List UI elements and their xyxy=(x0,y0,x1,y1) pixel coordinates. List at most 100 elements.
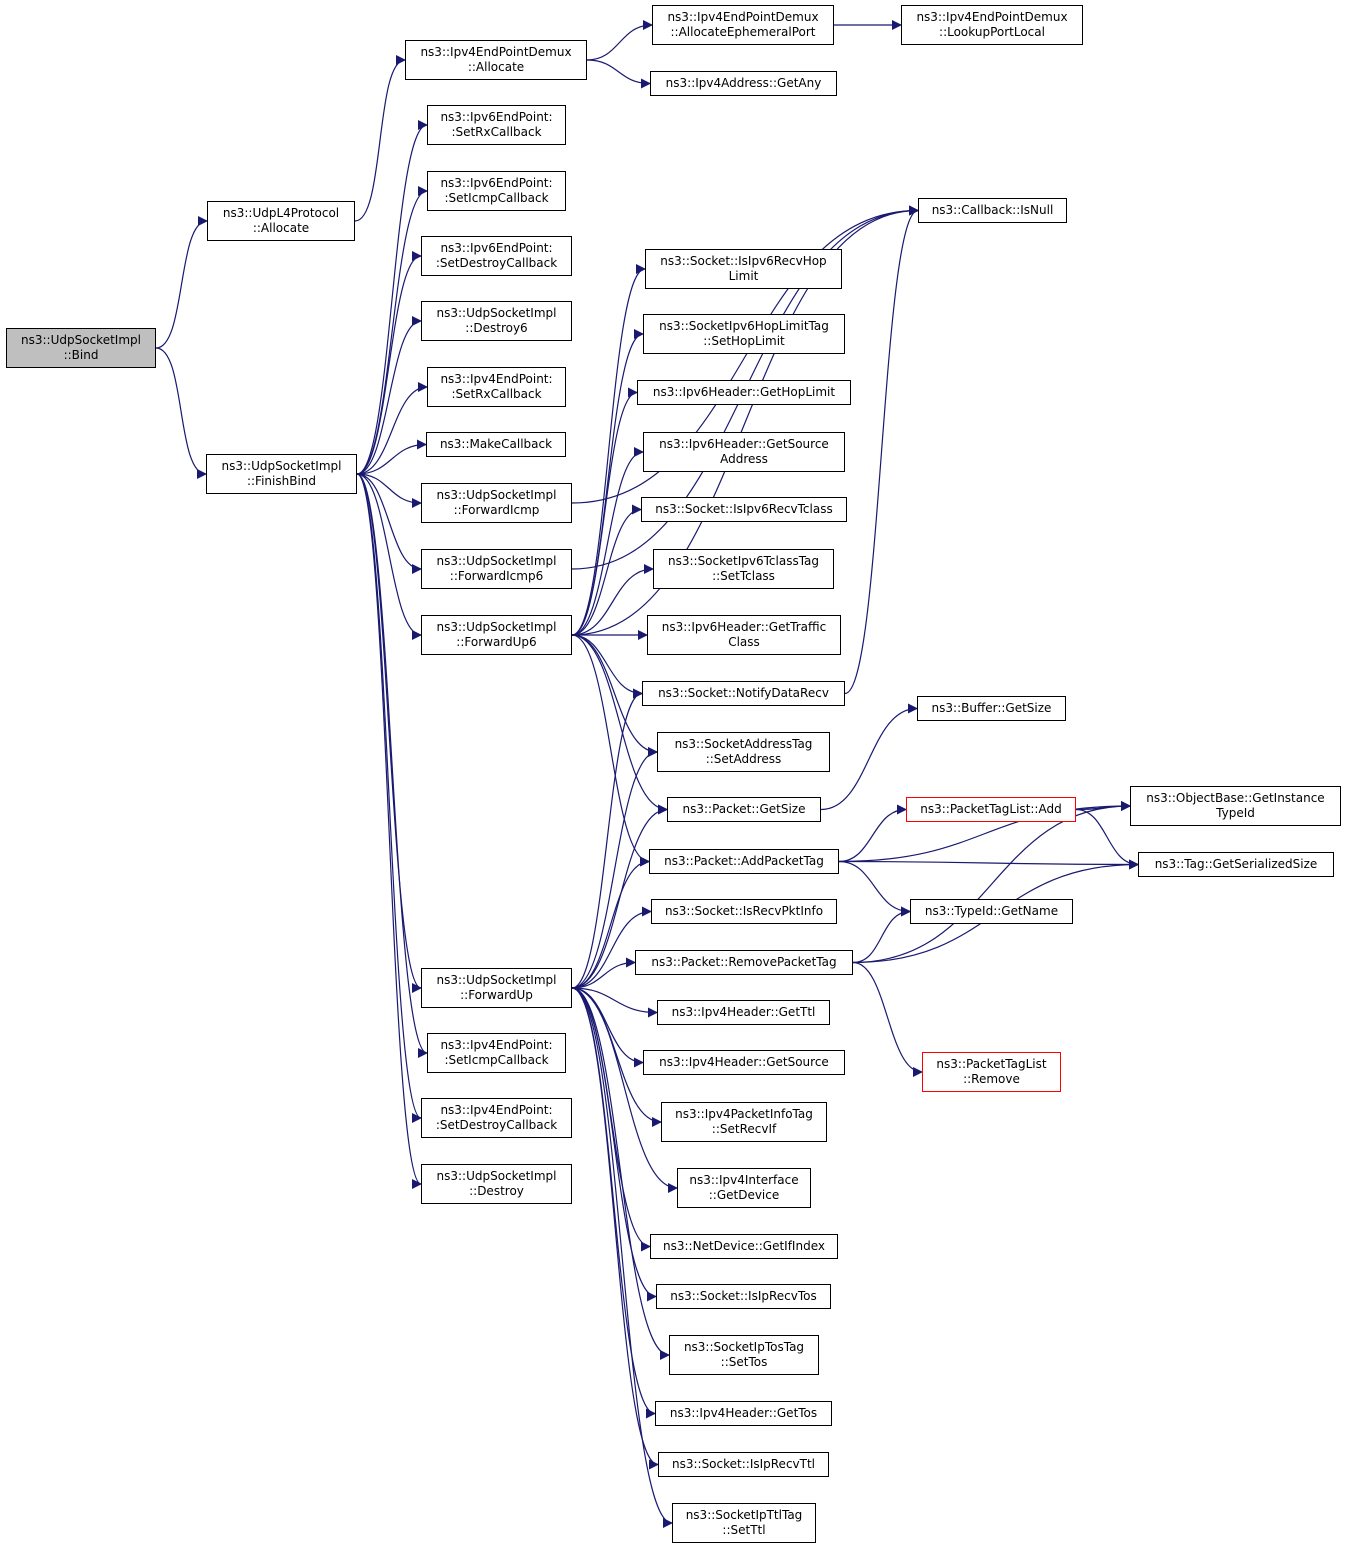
node-label-line-2: ::SetRecvIf xyxy=(711,1122,777,1136)
call-edge-finishbind-to-ipv6ep_setdestroy xyxy=(356,251,422,475)
node-ipv4endpointdemux-allocateephemeralport[interactable]: ns3::Ipv4EndPointDemux ::AllocateEphemer… xyxy=(652,5,834,45)
node-label-line-2: ::Destroy6 xyxy=(465,321,528,335)
node-socketipv6tclasstag-settclass[interactable]: ns3::SocketIpv6TclassTag ::SetTclass xyxy=(653,549,834,589)
node-socket-notifydatarecv[interactable]: ns3::Socket::NotifyDataRecv xyxy=(642,681,845,706)
call-edge-forwardup6-to-notifydatarecv xyxy=(571,634,643,699)
call-edge-finishbind-to-ipv6ep_setrx xyxy=(356,120,428,475)
call-edge-finishbind-to-destroy xyxy=(356,473,422,1189)
node-label-line-1: ns3::Socket::IsIpv6RecvTclass xyxy=(655,502,833,516)
node-ipv6header-gettrafficclass[interactable]: ns3::Ipv6Header::GetTraffic Class xyxy=(647,615,841,655)
call-edge-finishbind-to-forwardicmp6 xyxy=(356,473,422,574)
node-packet-removepackettag[interactable]: ns3::Packet::RemovePacketTag xyxy=(635,950,853,975)
node-label-line-1: ns3::ObjectBase::GetInstance xyxy=(1146,791,1325,805)
node-packettaglist-remove[interactable]: ns3::PacketTagList ::Remove xyxy=(922,1052,1061,1092)
node-typeid-getname[interactable]: ns3::TypeId::GetName xyxy=(910,899,1073,924)
node-socketiptostag-settos[interactable]: ns3::SocketIpTosTag ::SetTos xyxy=(669,1335,819,1375)
node-buffer-getsize[interactable]: ns3::Buffer::GetSize xyxy=(917,696,1066,721)
call-edge-finishbind-to-forwardicmp xyxy=(356,473,422,508)
call-edge-forwardup-to-isiprecvtos xyxy=(571,987,657,1302)
node-ipv4interface-getdevice[interactable]: ns3::Ipv4Interface ::GetDevice xyxy=(677,1168,811,1208)
call-edge-forwardup-to-addrtag_set xyxy=(571,747,658,989)
node-ipv6endpoint-setdestroycallback[interactable]: ns3::Ipv6EndPoint: :SetDestroyCallback xyxy=(421,236,572,276)
node-udpsocketimpl-forwardicmp[interactable]: ns3::UdpSocketImpl ::ForwardIcmp xyxy=(421,483,572,523)
node-udpsocketimpl-bind[interactable]: ns3::UdpSocketImpl ::Bind xyxy=(6,328,156,368)
node-packet-addpackettag[interactable]: ns3::Packet::AddPacketTag xyxy=(649,849,839,874)
node-socketipv6hoplimittag-sethoplimit[interactable]: ns3::SocketIpv6HopLimitTag ::SetHopLimit xyxy=(643,314,845,354)
call-edge-forwardup-to-ipv4hdr_getttl xyxy=(571,987,658,1018)
node-udpsocketimpl-destroy[interactable]: ns3::UdpSocketImpl ::Destroy xyxy=(421,1164,572,1204)
node-ipv4endpointdemux-allocate[interactable]: ns3::Ipv4EndPointDemux ::Allocate xyxy=(405,40,587,80)
node-label-line-2: ::Bind xyxy=(63,348,99,362)
node-ipv4header-gettos[interactable]: ns3::Ipv4Header::GetTos xyxy=(655,1401,832,1426)
call-edge-forwardup-to-packet_removetag xyxy=(571,957,636,989)
node-ipv4endpoint-setdestroycallback[interactable]: ns3::Ipv4EndPoint: :SetDestroyCallback xyxy=(421,1098,572,1138)
node-label-line-1: ns3::MakeCallback xyxy=(439,437,553,451)
call-edge-forwardup6-to-packet_getsize xyxy=(571,634,668,815)
node-socket-isiprecvttl[interactable]: ns3::Socket::IsIpRecvTtl xyxy=(658,1452,829,1477)
node-tag-getserializedsize[interactable]: ns3::Tag::GetSerializedSize xyxy=(1138,852,1334,877)
node-netdevice-getifindex[interactable]: ns3::NetDevice::GetIfIndex xyxy=(650,1234,838,1259)
node-label-line-1: ns3::Ipv6Header::GetHopLimit xyxy=(652,385,836,399)
node-objectbase-getinstancetypeid[interactable]: ns3::ObjectBase::GetInstance TypeId xyxy=(1130,786,1341,826)
node-label-line-1: ns3::SocketIpv6TclassTag xyxy=(667,554,820,568)
node-ipv4endpoint-setrxcallback[interactable]: ns3::Ipv4EndPoint: :SetRxCallback xyxy=(427,367,566,407)
node-udpsocketimpl-forwardup[interactable]: ns3::UdpSocketImpl ::ForwardUp xyxy=(421,968,572,1008)
node-socketipttltag-setttl[interactable]: ns3::SocketIpTtlTag ::SetTtl xyxy=(672,1503,816,1543)
node-label-line-2: ::SetTclass xyxy=(712,569,775,583)
node-label-line-1: ns3::Ipv4Interface xyxy=(689,1173,799,1187)
node-ipv4header-getsource[interactable]: ns3::Ipv4Header::GetSource xyxy=(643,1050,845,1075)
node-callback-isnull[interactable]: ns3::Callback::IsNull xyxy=(918,198,1067,223)
node-udpsocketimpl-destroy6[interactable]: ns3::UdpSocketImpl ::Destroy6 xyxy=(421,301,572,341)
node-label-line-1: ns3::UdpSocketImpl xyxy=(436,973,557,987)
call-edge-ptl_add-to-tag_getserialized xyxy=(1075,808,1139,870)
call-edge-packet_removetag-to-typeid_getname xyxy=(852,906,911,964)
node-udpsocketimpl-forwardup6[interactable]: ns3::UdpSocketImpl ::ForwardUp6 xyxy=(421,615,572,655)
call-edge-packet_addtag-to-objbase_getinstance xyxy=(838,801,1131,863)
node-ipv6header-gethoplimit[interactable]: ns3::Ipv6Header::GetHopLimit xyxy=(637,380,851,405)
node-ipv4address-getany[interactable]: ns3::Ipv4Address::GetAny xyxy=(650,71,837,96)
call-edge-demux_allocate-to-demux_alloceph xyxy=(586,20,653,61)
node-label-line-1: ns3::Ipv4Address::GetAny xyxy=(665,76,822,90)
node-label-line-1: ns3::UdpSocketImpl xyxy=(436,488,557,502)
node-packet-getsize[interactable]: ns3::Packet::GetSize xyxy=(667,797,821,822)
node-socket-isiprecvtos[interactable]: ns3::Socket::IsIpRecvTos xyxy=(656,1284,831,1309)
node-label-line-1: ns3::Tag::GetSerializedSize xyxy=(1154,857,1318,871)
node-label-line-1: ns3::UdpSocketImpl xyxy=(436,620,557,634)
node-label-line-1: ns3::Socket::IsIpRecvTos xyxy=(670,1289,817,1303)
node-ipv4header-getttl[interactable]: ns3::Ipv4Header::GetTtl xyxy=(657,1000,830,1025)
call-edge-forwardup6-to-isipv6recvtclass xyxy=(571,504,642,636)
node-udpsocketimpl-forwardicmp6[interactable]: ns3::UdpSocketImpl ::ForwardIcmp6 xyxy=(421,549,572,589)
node-label-line-1: ns3::UdpSocketImpl xyxy=(21,333,141,347)
node-socket-isrecvpktinfo[interactable]: ns3::Socket::IsRecvPktInfo xyxy=(651,899,837,924)
call-edge-forwardup6-to-tclasstag_set xyxy=(571,564,654,636)
node-label-line-2: TypeId xyxy=(1216,806,1255,820)
node-makecallback[interactable]: ns3::MakeCallback xyxy=(426,432,566,457)
node-label-line-1: ns3::UdpSocketImpl xyxy=(436,306,557,320)
node-label-line-2: ::ForwardIcmp6 xyxy=(449,569,544,583)
node-label-line-1: ns3::Packet::RemovePacketTag xyxy=(651,955,837,969)
node-label-line-1: ns3::Ipv6Header::GetSource xyxy=(659,437,829,451)
node-ipv6header-getsourceaddress[interactable]: ns3::Ipv6Header::GetSource Address xyxy=(643,432,845,472)
node-label-line-1: ns3::SocketIpv6HopLimitTag xyxy=(659,319,829,333)
call-edge-forwardup-to-notifydatarecv xyxy=(571,688,643,989)
node-label-line-2: ::LookupPortLocal xyxy=(939,25,1045,39)
node-label-line-2: :SetIcmpCallback xyxy=(444,1053,549,1067)
call-edge-packet_addtag-to-ptl_add xyxy=(838,804,907,863)
call-edge-packet_addtag-to-tag_getserialized xyxy=(838,859,1139,870)
node-udpl4protocol-allocate[interactable]: ns3::UdpL4Protocol ::Allocate xyxy=(207,201,355,241)
node-udpsocketimpl-finishbind[interactable]: ns3::UdpSocketImpl ::FinishBind xyxy=(206,454,357,494)
node-packettaglist-add[interactable]: ns3::PacketTagList::Add xyxy=(906,797,1076,822)
call-edge-forwardup-to-packet_addtag xyxy=(571,856,650,989)
node-label-line-2: ::Allocate xyxy=(252,221,310,235)
node-socketaddresstag-setaddress[interactable]: ns3::SocketAddressTag ::SetAddress xyxy=(657,732,830,772)
node-ipv6endpoint-setrxcallback[interactable]: ns3::Ipv6EndPoint: :SetRxCallback xyxy=(427,105,566,145)
node-socket-isipv6recvtclass[interactable]: ns3::Socket::IsIpv6RecvTclass xyxy=(641,497,847,522)
node-ipv6endpoint-seticmpcallback[interactable]: ns3::Ipv6EndPoint: :SetIcmpCallback xyxy=(427,171,566,211)
node-socket-isipv6recvhoplimit[interactable]: ns3::Socket::IsIpv6RecvHop Limit xyxy=(645,249,842,289)
node-ipv4endpointdemux-lookupportlocal[interactable]: ns3::Ipv4EndPointDemux ::LookupPortLocal xyxy=(901,5,1083,45)
call-edge-forwardup6-to-ipv6hdr_gethop xyxy=(571,387,638,636)
node-label-line-2: ::SetTos xyxy=(720,1355,768,1369)
node-ipv4endpoint-seticmpcallback[interactable]: ns3::Ipv4EndPoint: :SetIcmpCallback xyxy=(427,1033,566,1073)
node-ipv4packetinfotag-setrecvif[interactable]: ns3::Ipv4PacketInfoTag ::SetRecvIf xyxy=(661,1102,827,1142)
